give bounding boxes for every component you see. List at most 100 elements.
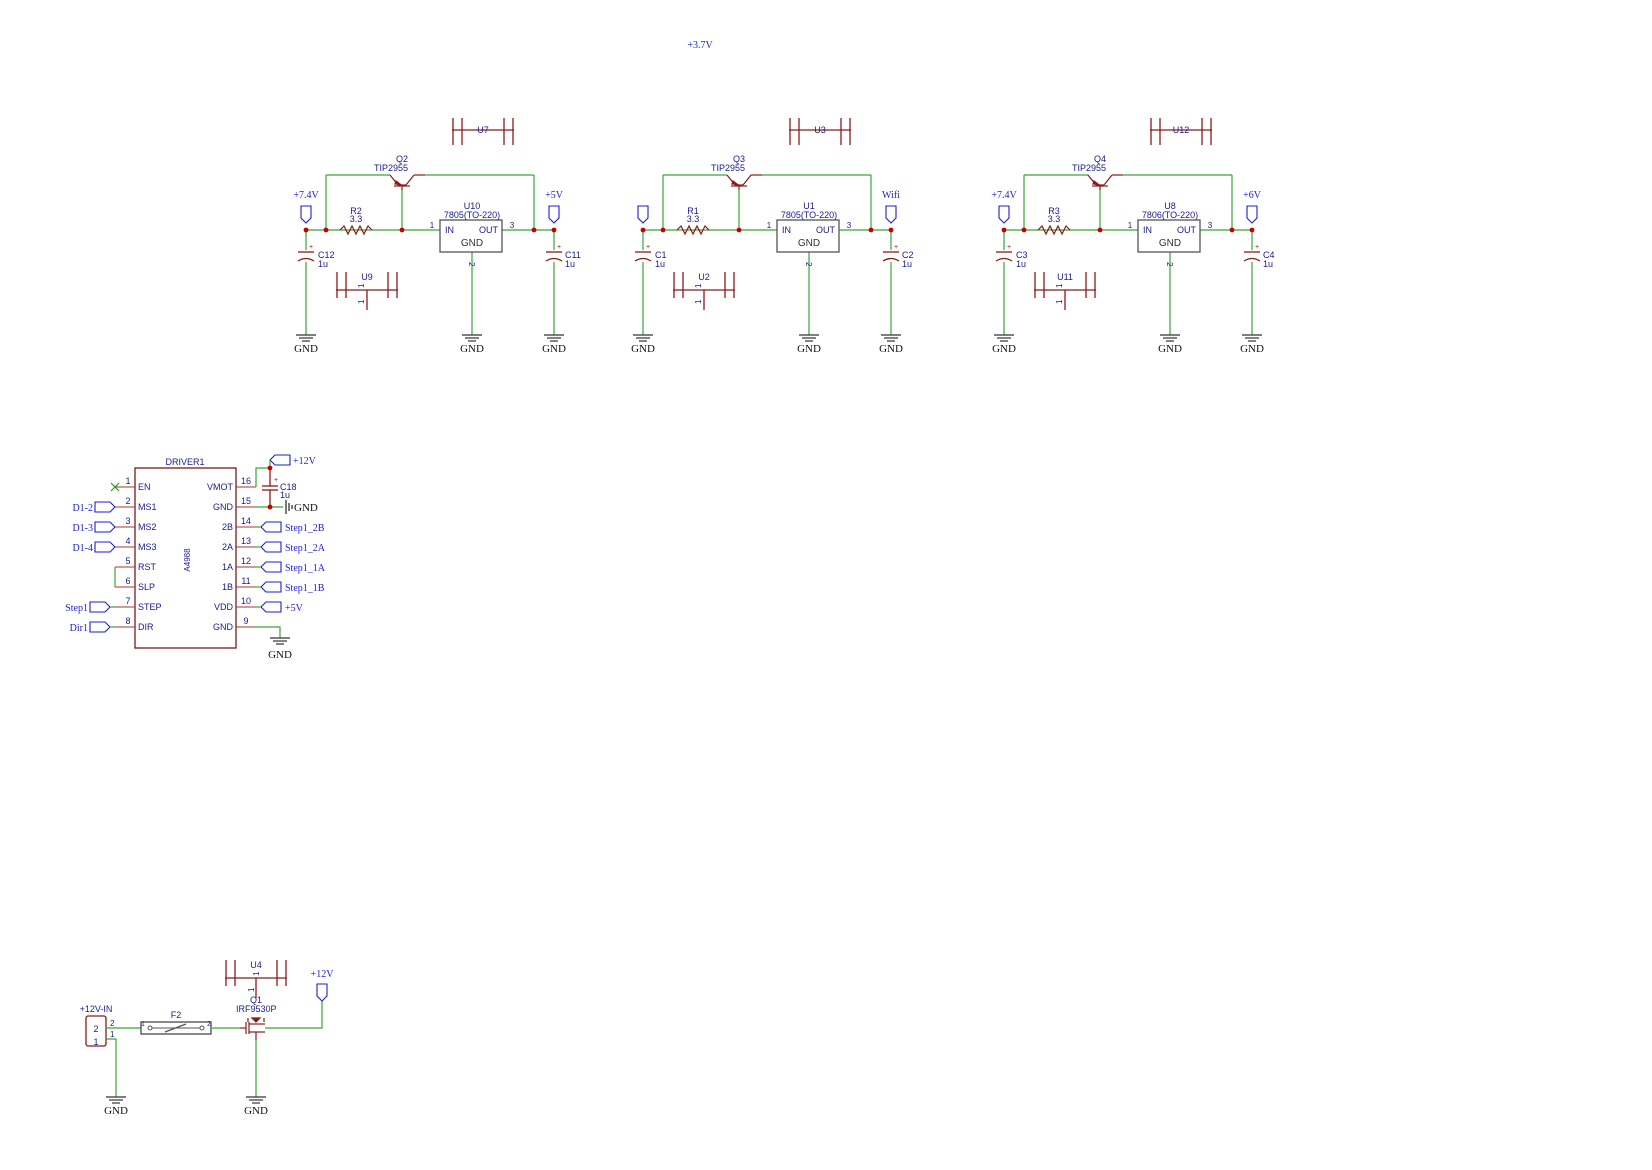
ground-symbol (462, 334, 482, 342)
cap-plus: + (646, 244, 650, 251)
pin-number: 9 (243, 616, 248, 626)
heatsink-bottom[interactable] (673, 272, 735, 310)
net-flag-dir[interactable] (89, 621, 111, 633)
net-label: +5V (285, 603, 304, 614)
ground-symbol (285, 500, 293, 514)
net-flag-ms3[interactable] (94, 541, 116, 553)
transistor-ref: Q4 (1094, 154, 1106, 164)
capacitor-c18[interactable] (262, 470, 278, 507)
transistor-value: TIP2955 (711, 163, 745, 173)
net-flag-ms1[interactable] (94, 501, 116, 513)
capacitor-c4[interactable] (1243, 251, 1261, 262)
heatsink-top[interactable] (789, 118, 851, 145)
ground-label: GND (879, 343, 903, 355)
fuse-f2[interactable] (140, 1021, 212, 1035)
pin-name: 1A (222, 562, 233, 572)
power-flag-in[interactable] (300, 205, 312, 224)
resistor-r3[interactable] (1037, 224, 1071, 236)
pin-gnd: GND (461, 238, 483, 249)
pin-number: 12 (241, 556, 251, 566)
mosfet-ref: Q1 (250, 995, 262, 1005)
power-flag-in[interactable] (637, 205, 649, 224)
stepper-driver-block: DRIVER1 A4988 EN MS1 MS2 MS3 RST SLP STE… (65, 454, 326, 661)
capacitor-c2[interactable] (882, 251, 900, 262)
resistor-r1[interactable] (676, 224, 710, 236)
transistor-value: TIP2955 (374, 163, 408, 173)
ground-symbol (1242, 334, 1262, 342)
capacitor-c1[interactable] (634, 251, 652, 262)
pin-number: 11 (241, 576, 250, 586)
net-flag-2b[interactable] (260, 521, 282, 533)
heatsink-bottom[interactable] (1034, 272, 1096, 310)
connector-pin: 2 (93, 1024, 98, 1034)
heatsink-top[interactable] (452, 118, 514, 145)
regulator-circuit-1: Q2 TIP2955 R2 3.3 U10 7805(TO-220) IN OU… (293, 118, 581, 355)
cap-ref: C4 (1263, 250, 1275, 260)
net-label: Step1 (65, 603, 88, 614)
power-connector[interactable] (85, 1015, 107, 1047)
heatsink-u4[interactable] (225, 960, 287, 998)
net-flag-2a[interactable] (260, 541, 282, 553)
heatsink-ref: U9 (361, 272, 373, 282)
net-label: D1-4 (72, 543, 93, 554)
heatsink-pin: 1 (252, 971, 261, 976)
pnp-transistor-q4[interactable] (1087, 174, 1123, 190)
mosfet-q1[interactable] (240, 1017, 265, 1040)
cap-ref: C11 (565, 250, 581, 260)
regulator-ref: U8 (1164, 201, 1176, 211)
power-flag-out[interactable] (885, 205, 897, 224)
net-flag-1b[interactable] (260, 581, 282, 593)
driver-part: A4988 (183, 548, 192, 572)
net-label-out: +5V (545, 190, 564, 201)
ground-label: GND (104, 1105, 128, 1117)
heatsink-bottom[interactable] (336, 272, 398, 310)
regulator-ic-u10[interactable] (439, 219, 503, 253)
pin-number: 5 (125, 556, 130, 566)
net-flag-1a[interactable] (260, 561, 282, 573)
net-label: +12V (293, 456, 317, 467)
capacitor-c3[interactable] (995, 251, 1013, 262)
power-flag-out[interactable] (548, 205, 560, 224)
driver-ic-body[interactable] (134, 467, 237, 649)
resistor-value: 3.3 (350, 214, 363, 224)
cap-value: 1u (655, 259, 665, 269)
driver-ref: DRIVER1 (165, 457, 204, 467)
regulator-ic-u8[interactable] (1137, 219, 1201, 253)
heatsink-top[interactable] (1150, 118, 1212, 145)
power-flag-out[interactable] (1246, 205, 1258, 224)
pin-number: 14 (241, 516, 251, 526)
net-label: Step1_1A (285, 563, 326, 574)
net-label: Step1_2A (285, 543, 326, 554)
net-label: D1-2 (72, 503, 93, 514)
capacitor-c11[interactable] (545, 251, 563, 262)
pin-gnd: GND (798, 238, 820, 249)
ground-label: GND (460, 343, 484, 355)
pin-number: 15 (241, 496, 251, 506)
ground-label: GND (1158, 343, 1182, 355)
transistor-ref: Q2 (396, 154, 408, 164)
net-flag-5v[interactable] (260, 601, 282, 613)
pin-name: 2A (222, 542, 233, 552)
power-flag-12v[interactable] (316, 983, 328, 1002)
resistor-ref: R2 (350, 206, 362, 216)
net-flag-step[interactable] (89, 601, 111, 613)
net-flag-12v[interactable] (269, 454, 291, 466)
pin-out: OUT (816, 225, 836, 235)
cap-ref: C3 (1016, 250, 1028, 260)
resistor-r2[interactable] (338, 224, 374, 236)
ground-symbol (881, 334, 901, 342)
pnp-transistor-q2[interactable] (389, 174, 425, 190)
heatsink-ref: U12 (1173, 125, 1190, 135)
pin-number-3: 3 (510, 221, 515, 230)
power-flag-in[interactable] (998, 205, 1010, 224)
cap-plus: + (1007, 244, 1011, 251)
regulator-ic-u1[interactable] (776, 219, 840, 253)
resistor-ref: R3 (1048, 206, 1060, 216)
net-flag-ms2[interactable] (94, 521, 116, 533)
pin-gnd: GND (1159, 238, 1181, 249)
ground-label: GND (294, 502, 318, 514)
resistor-ref: R1 (687, 206, 699, 216)
capacitor-c12[interactable] (297, 251, 315, 262)
pnp-transistor-q3[interactable] (726, 174, 762, 190)
heatsink-pin: 1 (357, 299, 366, 304)
